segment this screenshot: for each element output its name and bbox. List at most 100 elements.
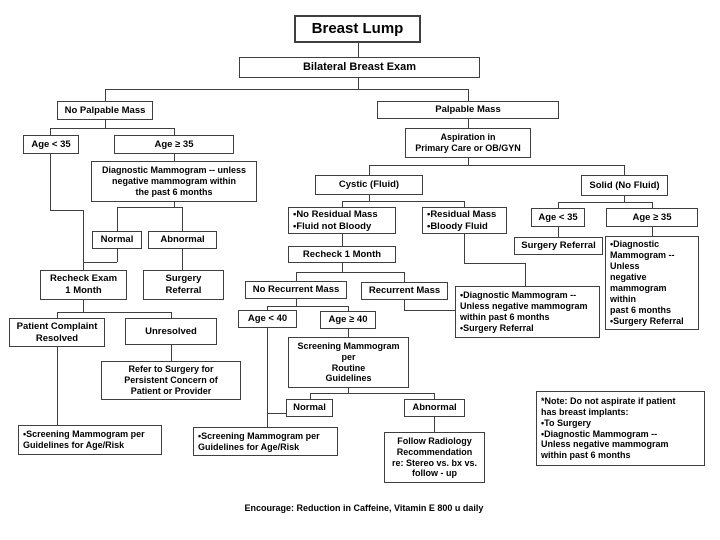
connector-line: [105, 120, 107, 128]
connector-line: [525, 263, 527, 286]
connector-line: [310, 393, 434, 395]
connector-line: [171, 312, 173, 318]
flow-node-breast-lump: Breast Lump: [294, 15, 421, 43]
connector-line: [342, 234, 344, 246]
connector-line: [296, 272, 298, 281]
connector-line: [434, 393, 436, 399]
connector-line: [404, 310, 455, 312]
flow-node-recheck-exam-1-month: Recheck Exam 1 Month: [40, 270, 127, 300]
flow-node-patient-complaint-resolved: Patient Complaint Resolved: [9, 318, 105, 347]
flow-node-surgery-referral-left: Surgery Referral: [143, 270, 224, 300]
connector-line: [468, 158, 470, 165]
connector-line: [652, 202, 654, 208]
flow-node-note: *Note: Do not aspirate if patient has br…: [536, 391, 705, 466]
connector-line: [174, 202, 176, 207]
connector-line: [358, 43, 360, 57]
flow-node-age-ge-40: Age ≥ 40: [320, 311, 376, 329]
flow-node-surgery-referral-right: Surgery Referral: [514, 237, 603, 255]
connector-line: [652, 227, 654, 236]
connector-line: [50, 128, 174, 130]
flow-node-recheck-1-month: Recheck 1 Month: [288, 246, 396, 263]
flow-node-age-lt-35-left: Age < 35: [23, 135, 79, 154]
flow-node-diagnostic-mammogram-mid: •Diagnostic Mammogram -- Unless negative…: [455, 286, 600, 338]
connector-line: [348, 388, 350, 393]
connector-line: [267, 306, 348, 308]
connector-line: [296, 299, 298, 306]
connector-line: [182, 207, 184, 231]
connector-line: [50, 128, 52, 135]
connector-line: [174, 154, 176, 161]
flow-node-diagnostic-mammogram-right: •Diagnostic Mammogram -- Unless negative…: [605, 236, 699, 330]
connector-line: [404, 272, 406, 282]
connector-line: [117, 207, 119, 231]
flow-node-age-lt-40: Age < 40: [238, 310, 297, 328]
connector-line: [57, 347, 59, 425]
connector-line: [342, 201, 344, 207]
flow-node-unresolved: Unresolved: [125, 318, 217, 345]
connector-line: [182, 249, 184, 270]
flow-node-diagnostic-mammogram-left: Diagnostic Mammogram -- unless negative …: [91, 161, 257, 202]
flow-node-age-lt-35-right: Age < 35: [531, 208, 585, 227]
connector-line: [348, 306, 350, 311]
flow-node-palpable-mass: Palpable Mass: [377, 101, 559, 119]
connector-line: [358, 78, 360, 89]
flow-node-screening-mammogram-routine: Screening Mammogram per Routine Guidelin…: [288, 337, 409, 388]
connector-line: [369, 195, 371, 201]
connector-line: [310, 393, 312, 399]
flow-node-abnormal-lower: Abnormal: [404, 399, 465, 417]
connector-line: [468, 89, 470, 101]
connector-line: [624, 196, 626, 202]
connector-line: [105, 89, 468, 91]
connector-line: [464, 201, 466, 207]
flow-node-follow-radiology: Follow Radiology Recommendation re: Ster…: [384, 432, 485, 483]
connector-line: [267, 413, 286, 415]
flow-node-no-recurrent-mass: No Recurrent Mass: [245, 281, 347, 299]
flow-node-no-palpable-mass: No Palpable Mass: [57, 101, 153, 120]
connector-line: [464, 263, 525, 265]
flow-node-cystic-fluid: Cystic (Fluid): [315, 175, 423, 195]
connector-line: [404, 300, 406, 310]
flow-node-recurrent-mass: Recurrent Mass: [361, 282, 448, 300]
connector-line: [296, 272, 404, 274]
connector-line: [342, 263, 344, 272]
connector-line: [369, 165, 371, 175]
flow-node-screening-guidelines-mid: •Screening Mammogram per Guidelines for …: [193, 427, 338, 456]
connector-line: [468, 119, 470, 128]
flow-node-age-ge-35-right: Age ≥ 35: [606, 208, 698, 227]
connector-line: [369, 165, 624, 167]
connector-line: [83, 210, 85, 270]
flow-node-abnormal-upper: Abnormal: [148, 231, 217, 249]
connector-line: [267, 328, 269, 427]
connector-line: [464, 234, 466, 263]
connector-line: [434, 417, 436, 432]
connector-line: [117, 249, 119, 262]
connector-line: [57, 312, 171, 314]
connector-line: [57, 312, 59, 318]
connector-line: [558, 227, 560, 237]
connector-line: [83, 300, 85, 312]
connector-line: [171, 345, 173, 361]
connector-line: [624, 165, 626, 175]
connector-line: [50, 210, 83, 212]
connector-line: [105, 89, 107, 101]
connector-line: [267, 306, 269, 310]
flow-node-no-residual-mass: •No Residual Mass •Fluid not Bloody: [288, 207, 396, 234]
flow-node-refer-to-surgery: Refer to Surgery for Persistent Concern …: [101, 361, 241, 400]
flow-node-solid-no-fluid: Solid (No Fluid): [581, 175, 668, 196]
flow-node-normal-lower: Normal: [286, 399, 333, 417]
connector-line: [83, 262, 117, 264]
connector-line: [558, 202, 560, 208]
connector-line: [174, 128, 176, 135]
flow-node-aspiration: Aspiration in Primary Care or OB/GYN: [405, 128, 531, 158]
flow-node-residual-mass: •Residual Mass •Bloody Fluid: [422, 207, 507, 234]
connector-line: [342, 201, 464, 203]
flow-node-encourage-footer: Encourage: Reduction in Caffeine, Vitami…: [244, 502, 484, 513]
connector-line: [117, 207, 182, 209]
flow-node-normal-upper: Normal: [92, 231, 142, 249]
flow-node-age-ge-35-left: Age ≥ 35: [114, 135, 234, 154]
connector-line: [50, 154, 52, 210]
flow-node-screening-guidelines-left: •Screening Mammogram per Guidelines for …: [18, 425, 162, 455]
connector-line: [558, 202, 652, 204]
connector-line: [348, 329, 350, 337]
